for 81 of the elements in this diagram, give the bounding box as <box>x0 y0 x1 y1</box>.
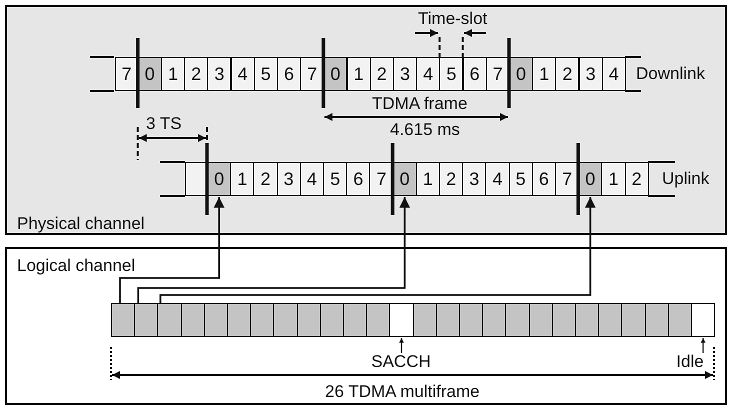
time-slot: 1 <box>601 162 626 196</box>
time-slot: 7 <box>300 57 324 91</box>
time-slot: 0 <box>392 162 417 196</box>
time-slot: 2 <box>253 162 278 196</box>
frame-slot <box>157 303 182 337</box>
frame-slot <box>621 303 646 337</box>
frame-slot <box>668 303 692 337</box>
channel-label: Downlink <box>636 65 705 82</box>
time-slot: 1 <box>416 162 440 196</box>
frame-slot <box>343 303 368 337</box>
frame-slot <box>528 303 553 337</box>
time-slot: 3 <box>276 162 301 196</box>
time-slot: 5 <box>439 57 464 91</box>
frame-slot <box>185 162 208 196</box>
frame-slot <box>250 303 274 337</box>
time-slot: 6 <box>276 57 302 91</box>
frame-slot <box>134 303 158 337</box>
time-slot: 0 <box>138 57 162 91</box>
time-slot: 6 <box>346 162 370 196</box>
time-slot: 2 <box>439 162 464 196</box>
time-slot: 3 <box>392 57 418 91</box>
channel-panel <box>5 5 727 235</box>
channel-label: Uplink <box>662 170 710 187</box>
frame-slot <box>389 303 414 337</box>
channel-panel <box>5 247 727 405</box>
frame-slot <box>204 303 228 337</box>
frame-slot <box>111 303 136 337</box>
frame-slot <box>691 303 716 337</box>
time-slot: 3 <box>578 57 603 91</box>
time-slot: 7 <box>555 162 580 196</box>
frame-slot <box>482 303 506 337</box>
time-slot: 2 <box>555 57 580 91</box>
time-slot: 4 <box>416 57 440 91</box>
time-slot: 5 <box>323 162 348 196</box>
dimension-label: 26 TDMA multiframe <box>325 383 480 400</box>
time-slot: 1 <box>160 57 186 91</box>
leader-line <box>399 338 404 353</box>
time-slot: 5 <box>254 57 278 91</box>
arrow <box>119 197 224 303</box>
time-slot: 5 <box>508 162 533 196</box>
frame-slot <box>436 303 460 337</box>
time-slot: 7 <box>114 57 139 91</box>
time-slot: 0 <box>323 57 348 91</box>
arrow <box>137 197 410 303</box>
time-slot: 2 <box>624 162 649 196</box>
slot-caption: Idle <box>672 353 708 371</box>
time-slot: 4 <box>230 57 255 91</box>
leader-line <box>700 338 706 353</box>
frame-slot <box>273 303 298 337</box>
time-slot: 3 <box>462 162 486 196</box>
frame-slot <box>296 303 321 337</box>
time-slot: 3 <box>207 57 232 91</box>
panel-title: Logical channel <box>17 257 136 274</box>
frame-slot <box>180 303 205 337</box>
time-slot: 4 <box>300 162 324 196</box>
time-slot: 4 <box>602 57 626 91</box>
frame-slot <box>412 303 437 337</box>
frame-slot <box>505 303 530 337</box>
time-slot: 4 <box>485 162 510 196</box>
time-slot: 2 <box>184 57 208 91</box>
time-slot: 1 <box>346 57 371 91</box>
time-slot: 6 <box>532 162 556 196</box>
panel-title: Physical channel <box>17 215 145 232</box>
frame-slot <box>366 303 390 337</box>
time-slot: 1 <box>532 57 556 91</box>
dimension-label: 3 TS <box>146 115 182 132</box>
frame-slot <box>598 303 622 337</box>
frame-slot <box>320 303 344 337</box>
frame-slot <box>459 303 484 337</box>
frame-slot <box>575 303 600 337</box>
time-slot: 6 <box>462 57 487 91</box>
dimension-label: 4.615 ms <box>390 121 460 138</box>
frame-slot <box>227 303 252 337</box>
arrow <box>160 197 596 303</box>
time-slot: 2 <box>370 57 394 91</box>
dimension-label: Time-slot <box>418 10 488 27</box>
frame-slot <box>552 303 576 337</box>
dimension-label: TDMA frame <box>372 95 468 112</box>
time-slot: 1 <box>230 162 254 196</box>
frame-slot <box>644 303 669 337</box>
slot-caption: SACCH <box>371 353 431 371</box>
